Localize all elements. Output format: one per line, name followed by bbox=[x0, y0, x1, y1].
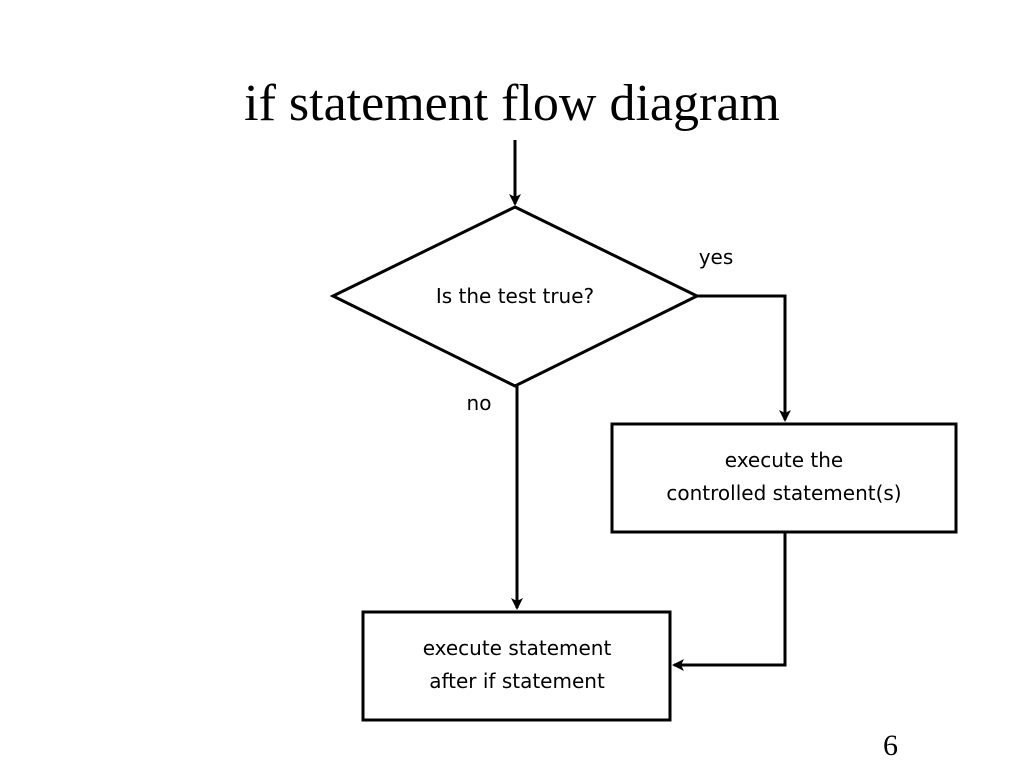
return-arrow bbox=[672, 532, 787, 671]
yes-branch-arrow bbox=[697, 294, 791, 422]
no-label: no bbox=[467, 391, 492, 415]
page-number: 6 bbox=[883, 729, 898, 762]
after-box-line2: after if statement bbox=[429, 669, 605, 693]
slide-title: if statement flow diagram bbox=[244, 75, 780, 132]
yes-label: yes bbox=[699, 245, 734, 269]
controlled-box-line1: execute the bbox=[725, 448, 843, 472]
controlled-statement-box bbox=[610, 422, 958, 534]
after-box-line1: execute statement bbox=[423, 636, 612, 660]
decision-diamond bbox=[329, 205, 701, 388]
controlled-box-line2: controlled statement(s) bbox=[666, 481, 901, 505]
after-statement-box bbox=[361, 610, 672, 722]
decision-text: Is the test true? bbox=[436, 284, 594, 308]
